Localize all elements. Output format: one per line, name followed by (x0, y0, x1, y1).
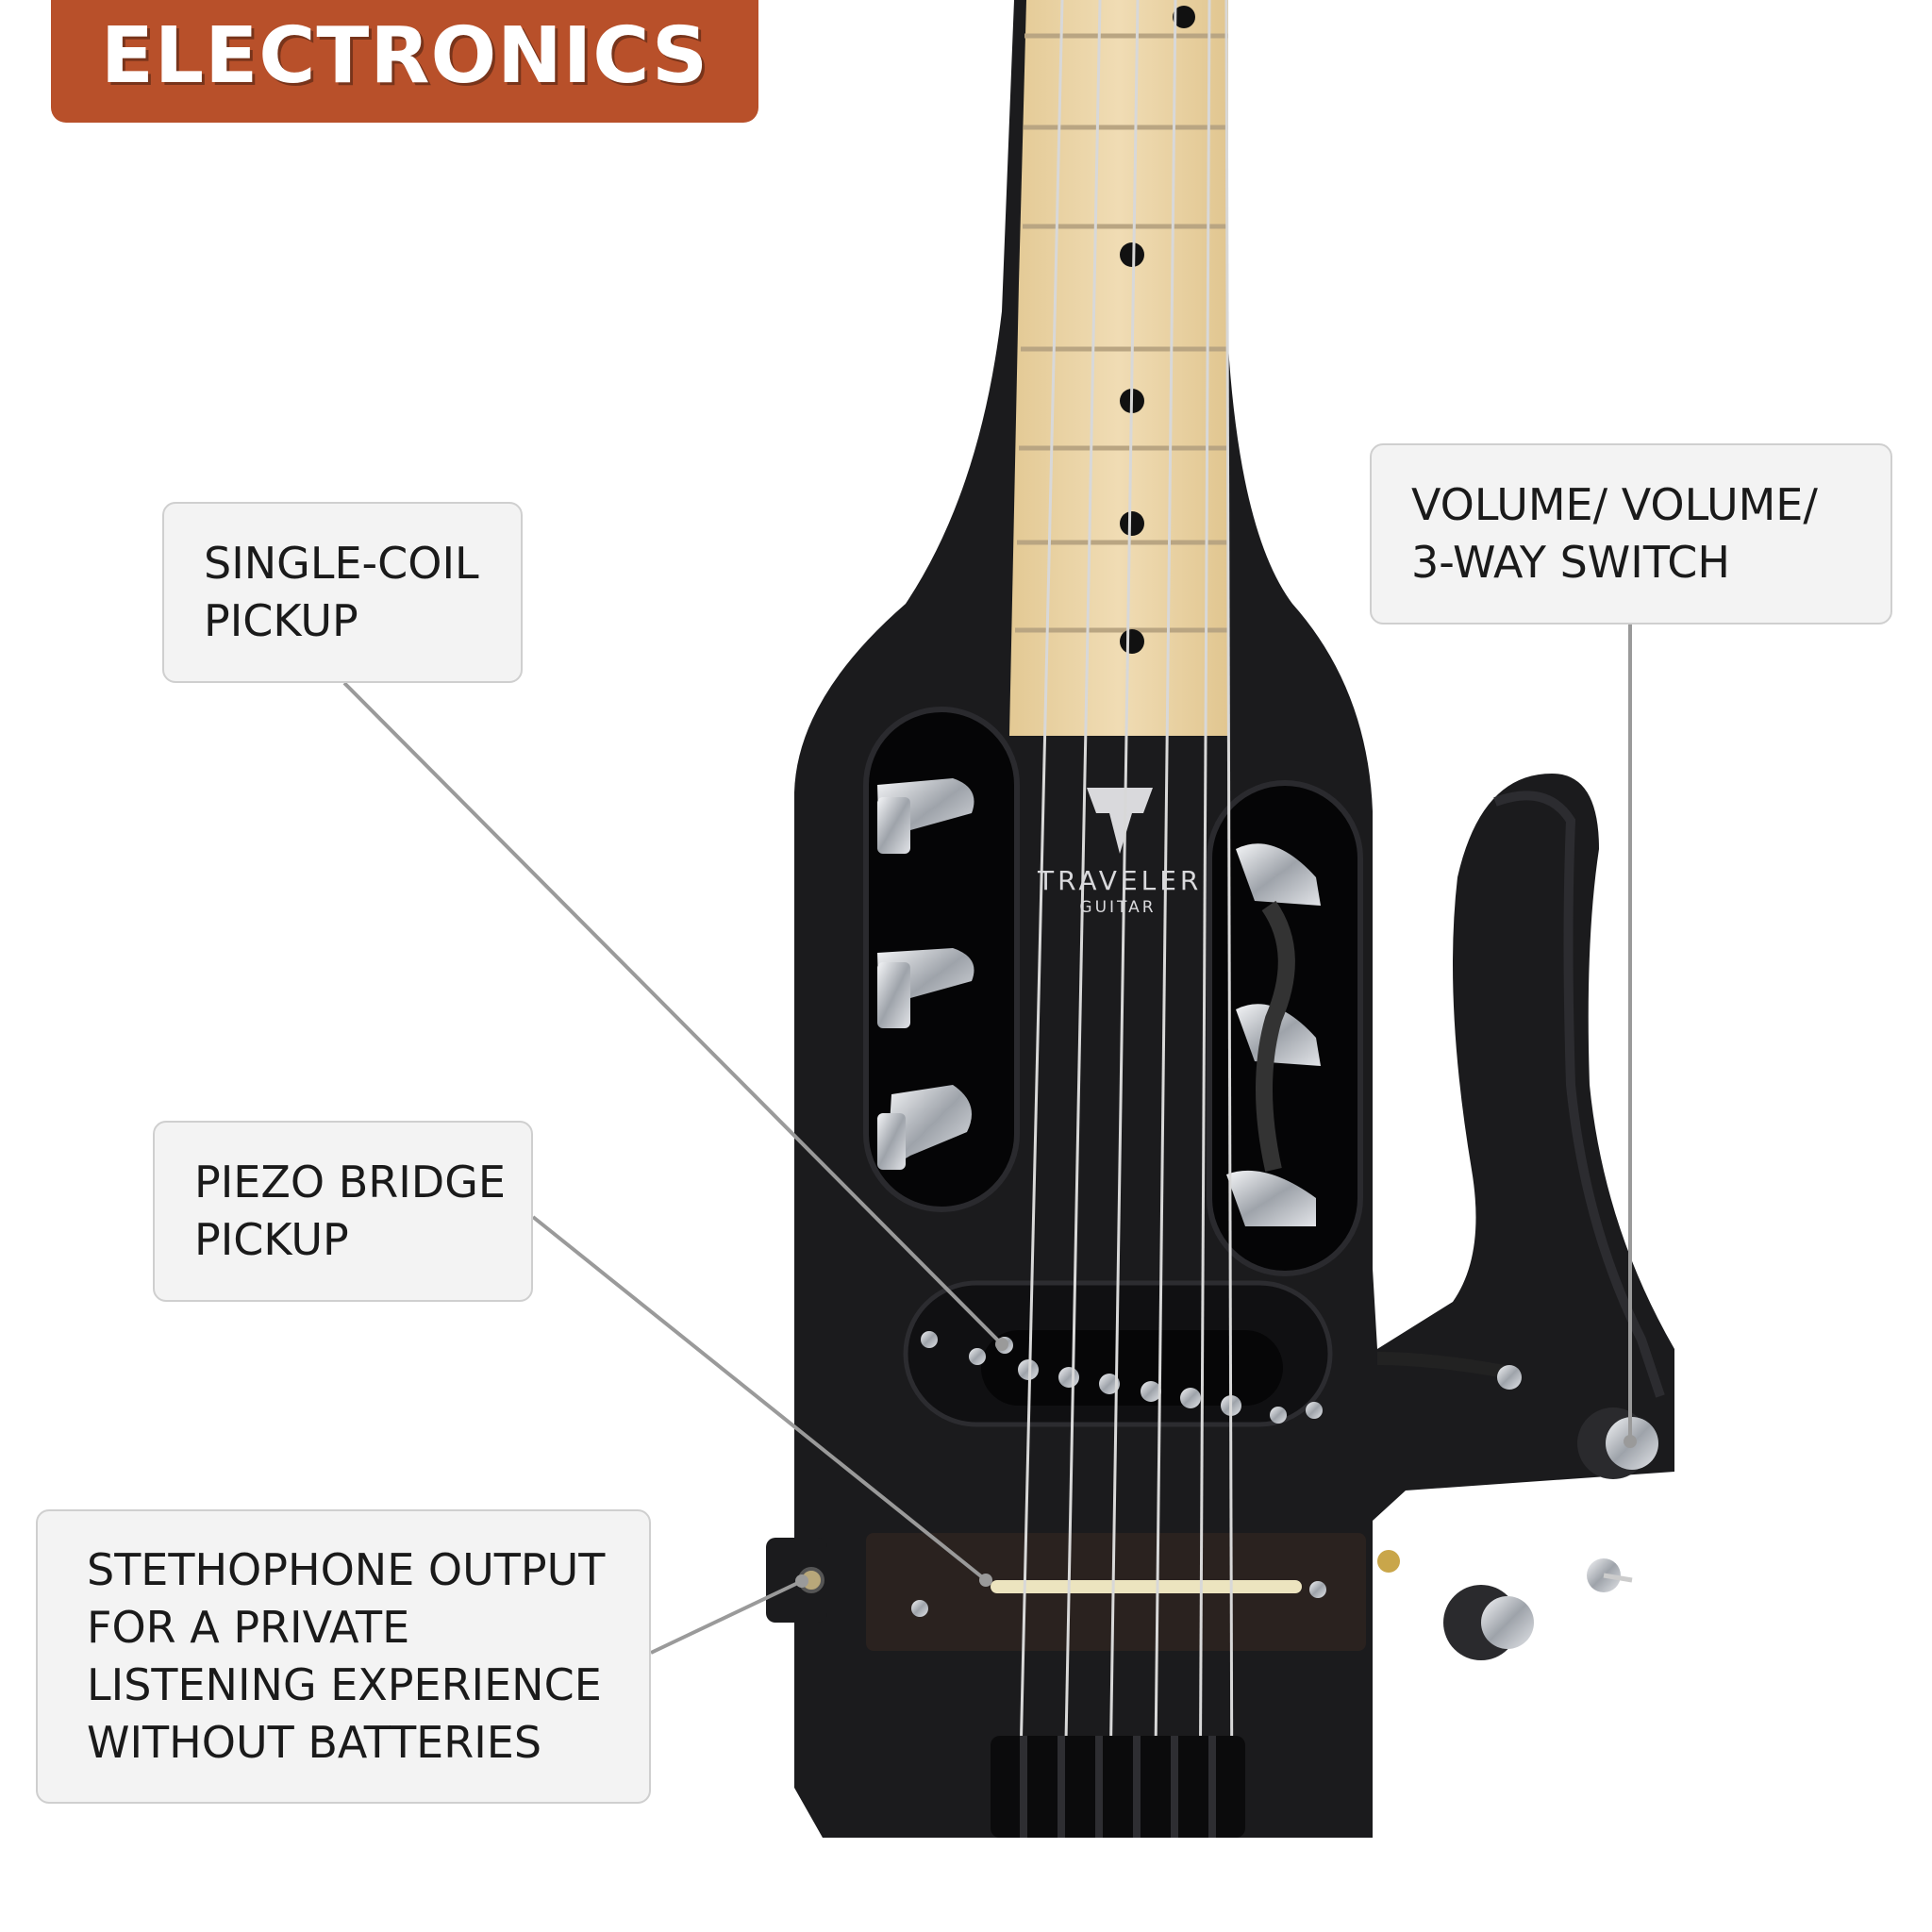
callout-line: STETHOPHONE OUTPUT (87, 1544, 606, 1595)
callout-line: WITHOUT BATTERIES (87, 1717, 542, 1768)
tuners-right (1226, 843, 1321, 1226)
traveler-logo-icon (1087, 788, 1153, 854)
volume-knob-lower (1443, 1585, 1534, 1660)
section-title: ELECTRONICS (100, 10, 709, 101)
tuners-left (877, 778, 974, 1170)
callout-line: LISTENING EXPERIENCE (87, 1659, 602, 1710)
callout-volume-switch: VOLUME/ VOLUME/ 3-WAY SWITCH (1370, 443, 1892, 625)
brand-name: TRAVELER (1038, 865, 1203, 896)
callout-piezo-bridge-pickup: PIEZO BRIDGE PICKUP (153, 1121, 533, 1302)
brand-wordmark: TRAVELER GUITAR (1038, 866, 1198, 919)
section-banner: ELECTRONICS (51, 0, 758, 123)
callout-line: SINGLE-COIL (204, 538, 479, 589)
callout-line: 3-WAY SWITCH (1411, 537, 1730, 588)
three-way-switch (1587, 1558, 1633, 1592)
bridge-saddle (991, 1580, 1302, 1593)
leader-lines (342, 625, 1632, 1655)
output-jack (1497, 1365, 1522, 1390)
callout-line: PIEZO BRIDGE (194, 1157, 506, 1208)
callout-line: VOLUME/ VOLUME/ (1411, 479, 1818, 530)
tail-tuners (991, 1736, 1245, 1838)
fretboard (1009, 0, 1228, 736)
callout-single-coil-pickup: SINGLE-COIL PICKUP (162, 502, 523, 683)
callout-stethophone-output: STETHOPHONE OUTPUT FOR A PRIVATE LISTENI… (36, 1509, 651, 1804)
strings (1017, 0, 1234, 1839)
callout-line: PICKUP (204, 595, 358, 646)
brand-subname: GUITAR (1079, 898, 1157, 917)
callout-line: FOR A PRIVATE (87, 1602, 410, 1653)
callout-line: PICKUP (194, 1214, 349, 1265)
